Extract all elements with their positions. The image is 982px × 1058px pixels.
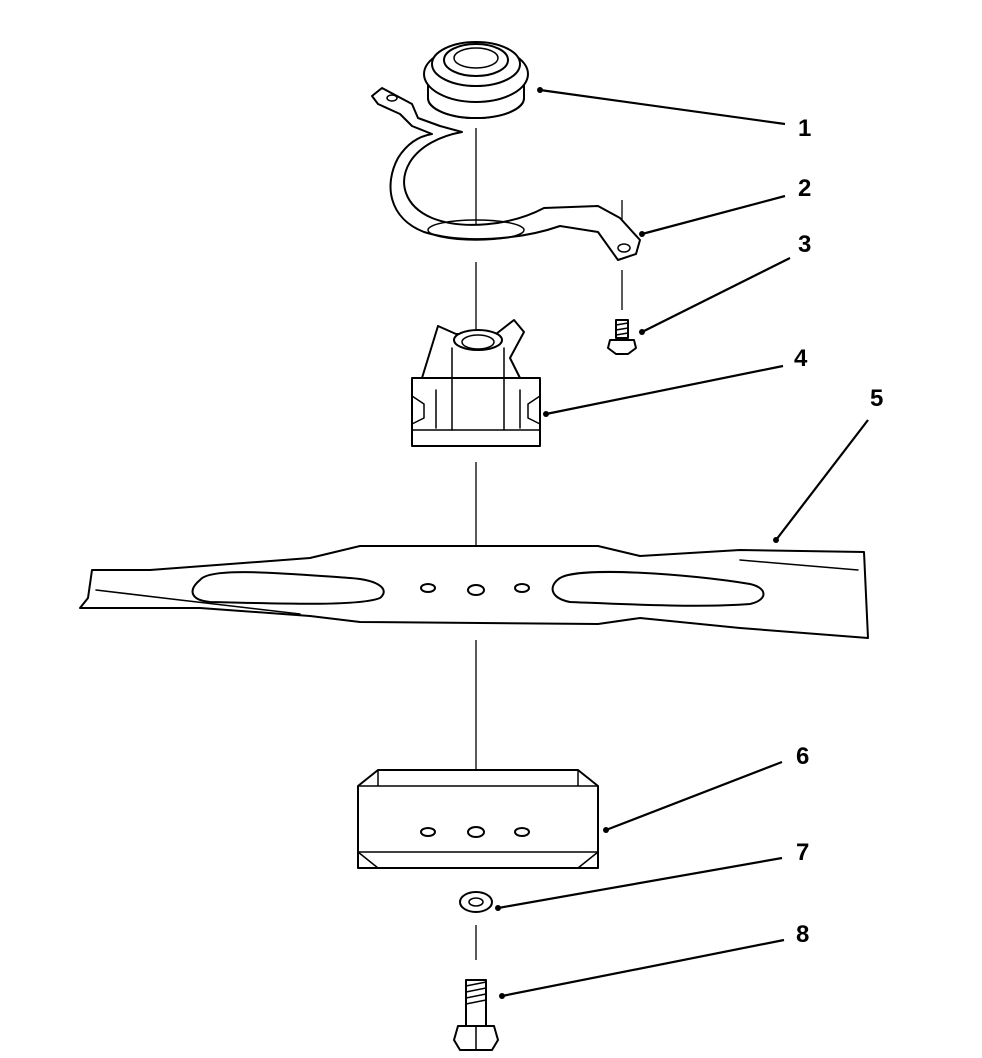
callout-8: 8 xyxy=(796,921,809,948)
callout-3: 3 xyxy=(798,231,811,258)
idler-bracket-part xyxy=(371,87,641,261)
bolt-part xyxy=(453,979,499,1051)
leader-lines xyxy=(495,87,869,999)
callout-5: 5 xyxy=(870,385,883,412)
blade-part xyxy=(79,545,869,639)
callout-7: 7 xyxy=(796,839,809,866)
callout-labels: 1 2 3 4 5 6 7 8 xyxy=(794,115,883,948)
blade-stiffener-part xyxy=(357,769,599,869)
callout-4: 4 xyxy=(794,345,808,372)
callout-1: 1 xyxy=(798,115,811,142)
pulley-part xyxy=(423,41,529,119)
callout-6: 6 xyxy=(796,743,809,770)
screw-part xyxy=(607,319,637,355)
blade-adapter-part xyxy=(411,319,541,447)
washer-part xyxy=(459,891,493,913)
callout-2: 2 xyxy=(798,175,811,202)
